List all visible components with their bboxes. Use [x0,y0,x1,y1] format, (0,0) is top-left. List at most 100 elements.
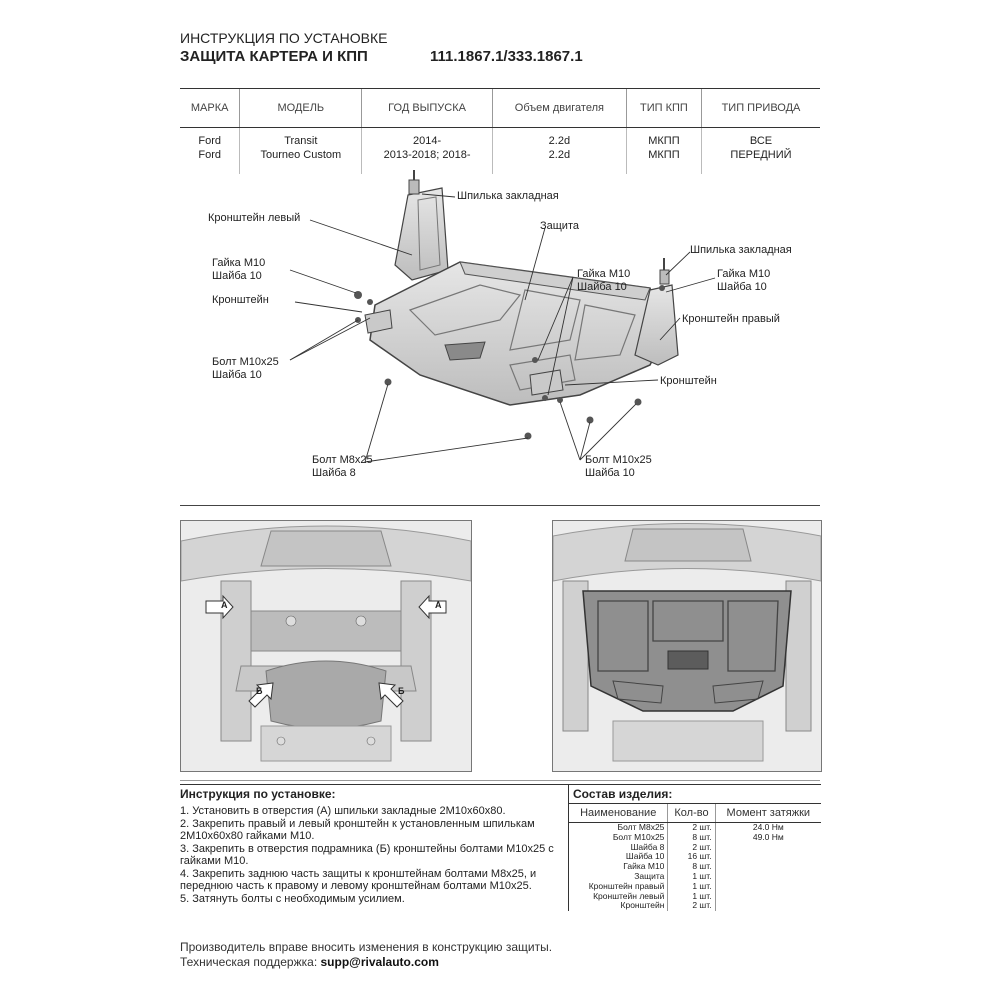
component-torque [714,862,821,872]
component-name: Болт М10х25 [612,831,665,842]
marker-b-right: Б [398,686,405,696]
marker-b-left: Б [256,686,263,696]
component-torque [714,891,821,902]
component-name: Гайка М10 [623,861,665,872]
label-bolt-m8: Болт М8х25 [312,454,373,466]
component-torque [714,901,821,912]
instruction-step: 5. Затянуть болты с необходимым усилием. [180,892,405,905]
left-bracket-part [394,187,449,281]
component-name: Кронштейн левый [593,890,665,901]
label-bracket-a: Кронштейн [212,294,269,306]
footer-support: Техническая поддержка: supp@rivalauto.co… [180,955,439,969]
component-torque: 49.0 Нм [714,832,821,843]
spec-cell: Ford Ford [198,135,221,161]
label-bolt-left: Болт М10х25 [212,356,279,368]
instruction-step: 2. Закрепить правый и левый кронштейн к … [180,817,535,843]
spec-cell: 2.2d 2.2d [491,127,627,174]
component-torque [714,871,821,882]
label-bracket-b: Кронштейн [660,375,717,387]
leader-lines [289,193,716,463]
component-name: Защита [634,870,665,881]
components-col-header: Момент затяжки [714,803,821,823]
component-qty: 8 шт. [667,861,716,872]
label-washer-left: Шайба 10 [212,270,262,282]
bracket-front-left-part [364,309,393,334]
component-qty: 2 шт. [667,901,716,912]
label-nut-center: Гайка М10 [577,268,631,280]
components-title: Состав изделия: [573,787,673,801]
instructions-title: Инструкция по установке: [180,787,336,801]
component-name: Кронштейн [620,900,665,911]
footer-notice: Производитель вправе вносить изменения в… [180,940,553,954]
divider-lower [180,780,820,781]
label-guard: Защита [540,220,579,232]
component-qty: 8 шт. [667,832,716,843]
doc-title: ИНСТРУКЦИЯ ПО УСТАНОВКЕ [180,30,388,46]
spec-cell: ВСЕ ПЕРЕДНИЙ [700,127,820,174]
label-nut-left: Гайка М10 [212,257,266,269]
spec-cell: 2014- 2013-2018; 2018- [361,127,493,174]
component-qty: 2 шт. [667,822,716,833]
component-qty: 16 шт. [667,852,716,863]
label-bolt-m10: Болт М10х25 [585,454,652,466]
label-bolt-left-washer: Шайба 10 [212,369,262,381]
component-qty: 1 шт. [667,871,716,882]
component-torque [714,852,821,863]
label-nut-center-washer: Шайба 10 [577,281,627,293]
fasteners [354,285,665,440]
component-qty: 1 шт. [667,891,716,902]
spec-col-header: ТИП ПРИВОДА [700,88,820,128]
component-name: Кронштейн правый [588,880,665,891]
component-qty: 2 шт. [667,842,716,853]
component-name: Шайба 8 [630,841,665,852]
instruction-step: 1. Установить в отверстия (А) шпильки за… [180,805,506,817]
instruction-step: 4. Закрепить заднюю часть защиты к кронш… [180,867,537,893]
stud-left-part [408,170,420,195]
spec-col-header: МОДЕЛЬ [239,88,362,128]
label-bracket-left: Кронштейн левый [208,212,301,224]
support-label: Техническая поддержка: [180,955,318,969]
component-torque [714,842,821,853]
spec-cell: МКПП МКПП [625,127,702,174]
label-nut-right-washer: Шайба 10 [717,281,767,293]
label-bolt-m10-washer: Шайба 10 [585,467,635,479]
photo-installed-guard [552,520,822,772]
component-qty: 1 шт. [667,881,716,892]
label-bolt-m8-washer: Шайба 8 [312,467,356,479]
spec-col-header: Объем двигателя [491,88,627,128]
article-number: 111.1867.1/333.1867.1 [430,48,583,65]
support-email[interactable]: supp@rivalauto.com [320,955,439,969]
spec-col-header: ГОД ВЫПУСКА [361,88,493,128]
installation-instructions: Инструкция по установке: 1. Установить в… [180,784,570,935]
divider-upper [180,505,820,506]
label-stud-left: Шпилька закладная [457,190,559,202]
bracket-front-right-part [529,369,564,396]
spec-col-header: ТИП КПП [625,88,702,128]
spec-col-header: МАРКА [180,88,240,128]
component-torque [714,881,821,892]
marker-a-left: А [221,600,228,610]
label-stud-right: Шпилька закладная [690,244,792,256]
product-title: ЗАЩИТА КАРТЕРА И КПП [180,48,368,65]
components-col-header: Кол-во [667,803,716,823]
spec-cell: Transit Tourneo Custom [239,127,362,174]
label-nut-right: Гайка М10 [717,268,771,280]
components-col-header: Наименование [569,803,668,823]
instruction-step: 3. Закрепить в отверстия подрамника (Б) … [180,842,554,868]
